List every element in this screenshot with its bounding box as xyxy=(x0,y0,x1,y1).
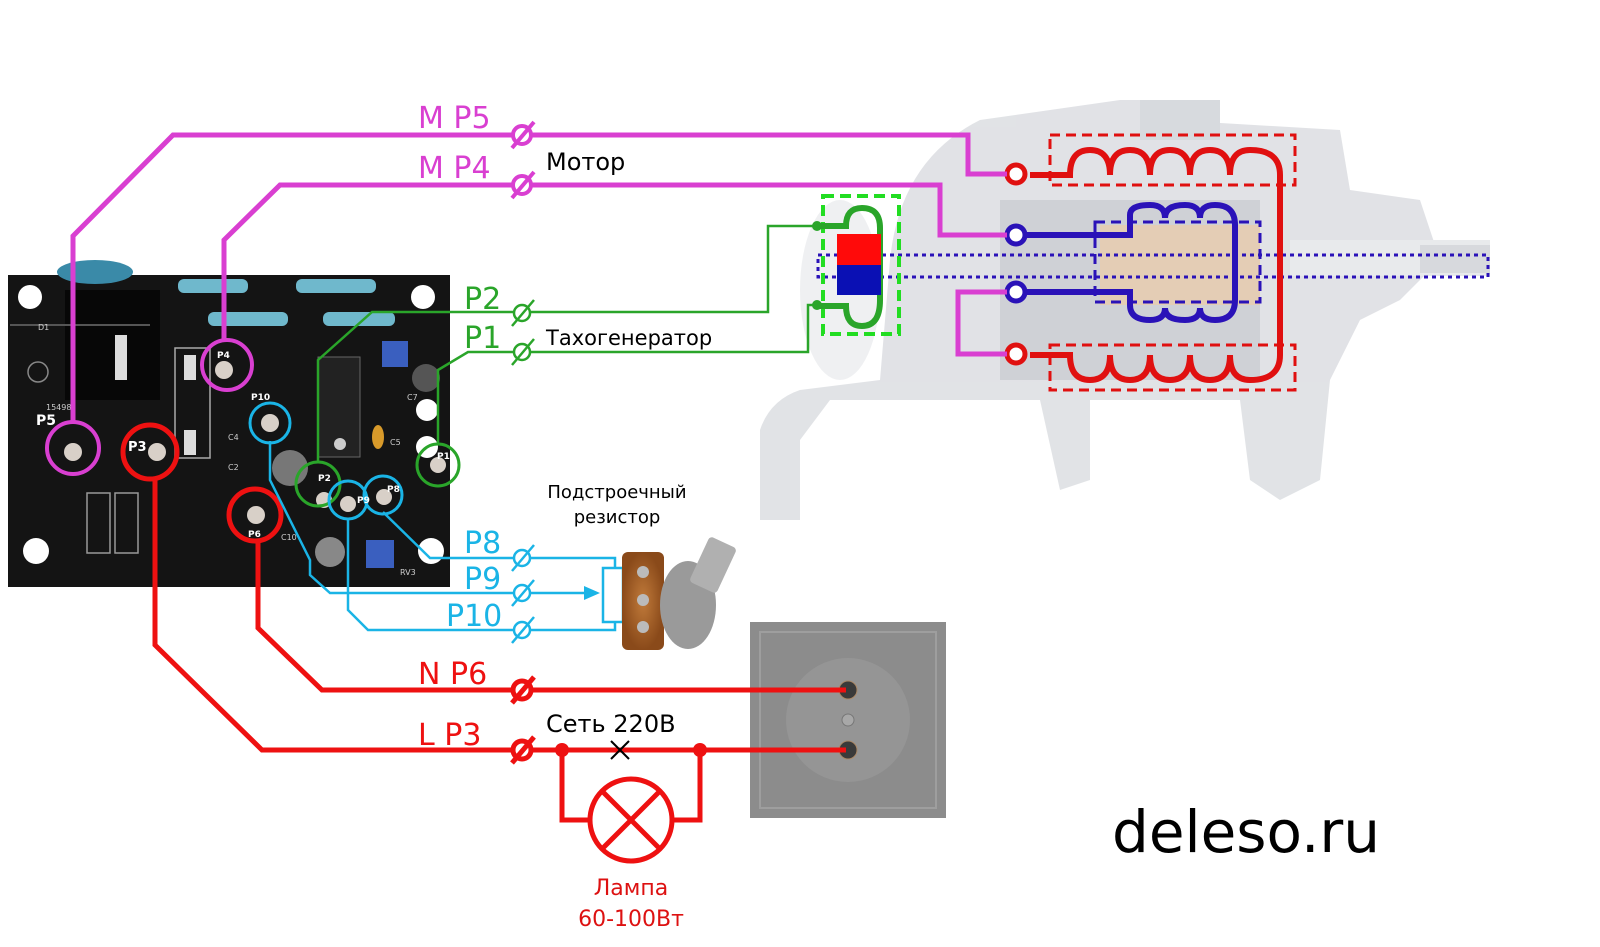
label-mains: Сеть 220В xyxy=(546,710,676,738)
potentiometer-photo xyxy=(622,537,736,650)
label-n-p6: N P6 xyxy=(418,657,487,692)
junction-dots xyxy=(555,743,707,757)
pin-ring-p4 xyxy=(200,338,254,392)
socket-wire-ends xyxy=(750,687,846,753)
wire-p9 xyxy=(268,441,600,600)
terminal-l-p3 xyxy=(510,735,536,765)
silk-c4: C4 xyxy=(228,433,239,442)
pin-ring-p8 xyxy=(362,474,404,516)
wire-m-p5 xyxy=(70,132,1007,422)
pcb-label-p3: P3 xyxy=(128,440,147,455)
label-motor: Мотор xyxy=(546,148,625,176)
silk-code: 15498 xyxy=(46,403,71,412)
label-m-p4: M P4 xyxy=(418,151,491,186)
wire-n-p6 xyxy=(255,541,850,693)
pcb-pads xyxy=(64,361,446,524)
stator-winding-bottom xyxy=(1030,343,1297,392)
wire-p10 xyxy=(346,519,617,632)
motor-photo xyxy=(760,100,1490,520)
label-p10: P10 xyxy=(446,599,502,634)
wire-m-p4 xyxy=(221,182,1007,340)
motor-terminal-4 xyxy=(1004,342,1028,366)
label-lamp-line1: Лампа xyxy=(594,876,669,901)
lamp-symbol xyxy=(587,776,675,864)
label-p2: P2 xyxy=(464,282,501,317)
watermark: deleso.ru xyxy=(1112,798,1380,866)
terminal-n-p6 xyxy=(510,675,536,705)
pcb-label-p1: P1 xyxy=(437,452,450,462)
terminal-p9 xyxy=(511,579,535,607)
pcb-label-p9: P9 xyxy=(357,496,370,506)
pcb-label-p5: P5 xyxy=(36,413,56,429)
pcb-label-p10: P10 xyxy=(251,393,270,403)
rotor-winding xyxy=(1025,201,1262,324)
label-lamp-line2: 60-100Вт xyxy=(578,907,684,932)
motor-terminal-3 xyxy=(1004,280,1028,304)
label-tachogenerator: Тахогенератор xyxy=(545,326,712,350)
stator-winding-top xyxy=(1030,133,1297,355)
trimmer-symbol xyxy=(601,566,625,624)
silk-c2: C2 xyxy=(228,463,239,472)
pcb-label-p4: P4 xyxy=(217,351,230,361)
terminal-p10 xyxy=(511,616,535,644)
label-l-p3: L P3 xyxy=(418,718,481,753)
silk-c7: C7 xyxy=(407,393,418,402)
label-p8: P8 xyxy=(464,526,501,561)
pin-ring-p3 xyxy=(120,422,180,482)
label-p1: P1 xyxy=(464,321,501,356)
pin-ring-p6 xyxy=(226,486,284,544)
terminal-m-p5 xyxy=(510,120,536,150)
label-trimmer-line2: резистор xyxy=(574,507,661,528)
label-trimmer-line1: Подстроечный xyxy=(547,482,686,503)
label-p9: P9 xyxy=(464,562,501,597)
magnet-south xyxy=(837,265,881,295)
wire-p1 xyxy=(436,303,817,444)
terminal-p8 xyxy=(511,544,535,572)
pcb-label-p2: P2 xyxy=(318,474,331,484)
lamp-branch xyxy=(559,750,703,823)
silk-rv3: RV3 xyxy=(400,568,416,577)
silk-c5: C5 xyxy=(390,438,401,447)
magnet-north xyxy=(837,234,881,265)
wire-p2 xyxy=(316,224,817,462)
wire-motor-bridge xyxy=(955,289,1007,357)
terminal-p2 xyxy=(511,299,535,327)
pcb-label-p6: P6 xyxy=(248,530,261,540)
motor-terminal-1 xyxy=(1004,162,1028,186)
motor-shaft-outline xyxy=(816,253,1490,279)
silk-c10: C10 xyxy=(281,533,297,542)
silk-d1: D1 xyxy=(38,323,49,332)
motor-terminal-2 xyxy=(1004,223,1028,247)
pcb-board: D1 15498 C4 C2 C5 C7 C10 RV3 xyxy=(8,260,450,587)
label-m-p5: M P5 xyxy=(418,101,491,136)
pcb-label-p8: P8 xyxy=(387,485,400,495)
wall-socket xyxy=(750,622,946,818)
terminal-p1 xyxy=(511,338,535,366)
terminal-m-p4 xyxy=(510,170,536,200)
cut-mark-icon xyxy=(610,740,630,760)
